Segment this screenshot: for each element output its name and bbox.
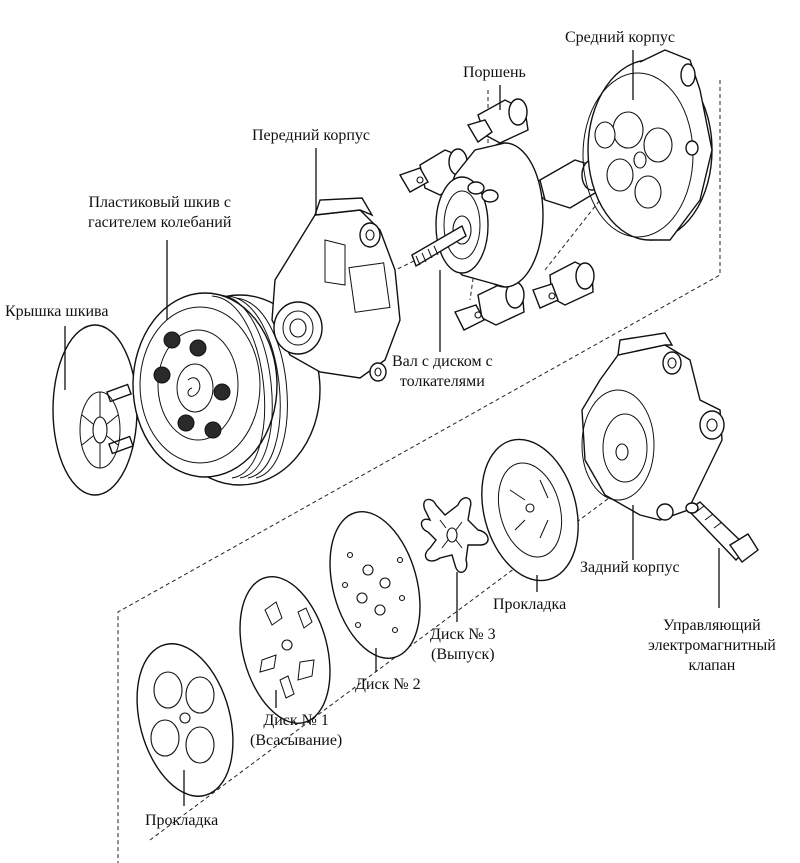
piston-top — [466, 98, 529, 144]
label-pulley: Пластиковый шкив с гасителем колебаний — [88, 194, 232, 231]
label-piston: Поршень — [463, 64, 526, 81]
label-middle-housing: Средний корпус — [565, 29, 676, 46]
label-solenoid-valve: Управляющий электромагнитный клапан — [648, 617, 776, 674]
piston-bottom-left — [454, 281, 525, 331]
frame-guide — [117, 80, 721, 863]
label-disc-1: Диск № 1 (Всасывание) — [250, 712, 343, 749]
pistons-part — [398, 98, 603, 331]
label-shaft: Вал с диском с толкателями — [392, 353, 493, 390]
label-pulley-cover: Крышка шкива — [5, 303, 109, 320]
front-housing-part — [271, 197, 401, 382]
gasket-lower-part — [136, 643, 234, 797]
solenoid-valve-part — [685, 501, 759, 563]
shaft-with-disc-part — [411, 142, 544, 288]
disc-2-part — [329, 511, 421, 659]
label-front-housing: Передний корпус — [252, 127, 370, 144]
disc-3-part — [420, 497, 489, 573]
leader-lines — [64, 50, 720, 806]
pulley-cover-part — [52, 324, 138, 496]
piston-bottom-right — [532, 261, 595, 309]
label-disc-2: Диск № 2 — [355, 676, 421, 693]
piston-guide-right — [544, 199, 601, 271]
label-disc-3: Диск № 3 (Выпуск) — [430, 626, 496, 663]
rear-housing-part — [581, 332, 725, 521]
label-gasket-lower: Прокладка — [145, 812, 219, 829]
disc-1-part — [239, 576, 331, 724]
pulley-part — [132, 292, 321, 486]
middle-housing-part — [582, 49, 713, 241]
label-rear-housing: Задний корпус — [580, 559, 680, 576]
gasket-upper-part — [481, 438, 579, 582]
label-gasket-upper: Прокладка — [493, 596, 567, 613]
